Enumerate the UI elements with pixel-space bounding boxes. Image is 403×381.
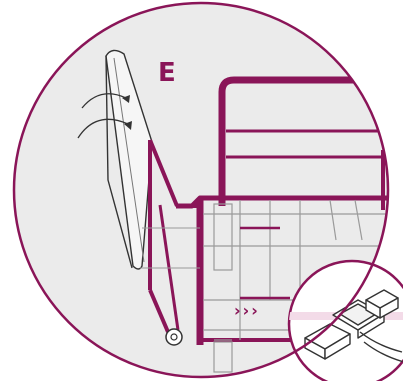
step-letter: E [158, 58, 176, 88]
caster-wheel [166, 329, 182, 345]
direction-chevrons: ››› [234, 301, 260, 320]
